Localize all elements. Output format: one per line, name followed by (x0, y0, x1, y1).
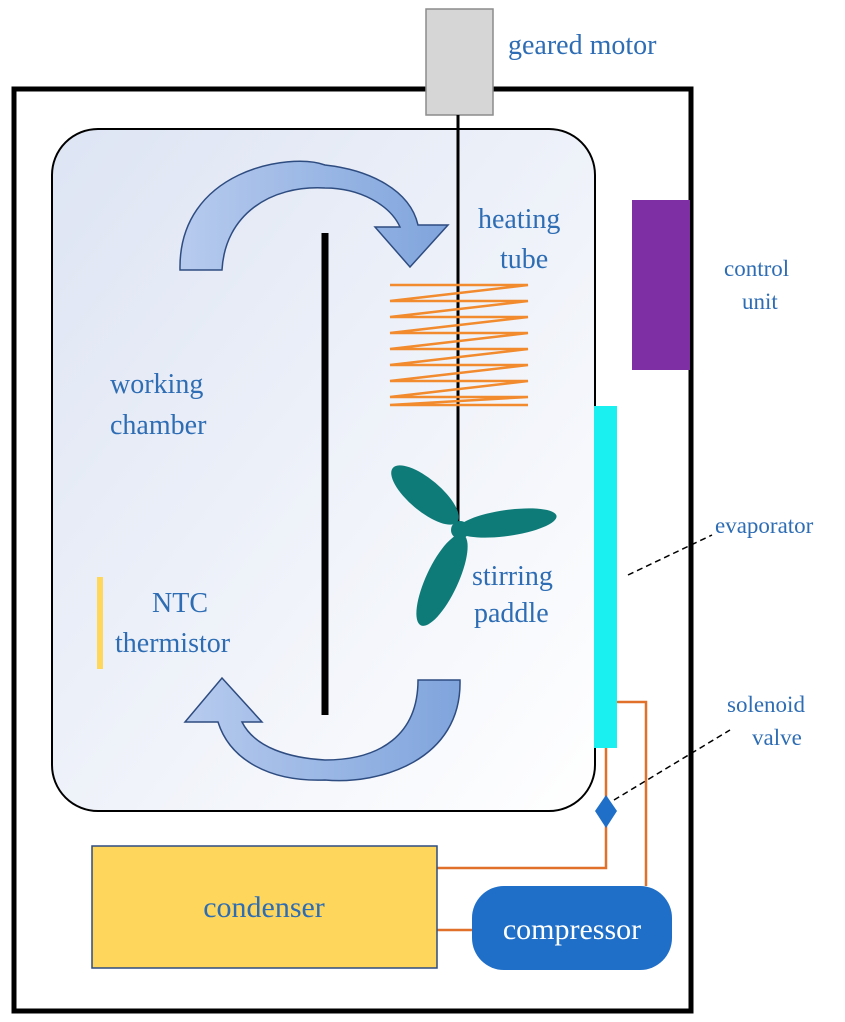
solenoid-valve-label-line1: solenoid (727, 692, 805, 717)
condenser-label: condenser (203, 891, 325, 924)
cabinet-outline (11, 86, 694, 1014)
stirring-paddle-label-line2: paddle (474, 598, 549, 629)
control-unit (632, 200, 690, 370)
evaporator-leader (627, 534, 713, 576)
heating-tube-label-line1: heating (478, 204, 560, 235)
condenser (91, 845, 438, 969)
compressor (472, 886, 672, 970)
compressor-label: compressor (503, 913, 641, 946)
stirring-paddle (391, 465, 557, 626)
control-unit-label-line1: control (724, 256, 789, 281)
ntc-thermistor-label-line1: NTC (152, 588, 208, 619)
working-chamber-label-line2: chamber (110, 410, 207, 441)
solenoid-valve (595, 795, 617, 828)
refrigerant-pipes (437, 700, 648, 932)
ntc-thermistor-label-line2: thermistor (115, 628, 231, 659)
evaporator (594, 406, 617, 748)
geared-motor-label: geared motor (508, 30, 657, 61)
solenoid-valve-leader (613, 729, 731, 801)
geared-motor (425, 8, 494, 116)
working-chamber-label-line1: working (110, 369, 203, 400)
airflow-arrow-bottom-body (183, 676, 461, 782)
control-unit-label-line2: unit (742, 289, 778, 314)
ntc-thermistor (97, 577, 103, 669)
stirring-paddle-label-line1: stirring (472, 561, 553, 592)
solenoid-valve-label-line2: valve (752, 725, 802, 750)
airflow-arrow-top-body (179, 160, 450, 271)
evaporator-label: evaporator (715, 513, 814, 538)
heating-coil (389, 283, 529, 407)
heating-tube-label-line2: tube (500, 244, 548, 275)
